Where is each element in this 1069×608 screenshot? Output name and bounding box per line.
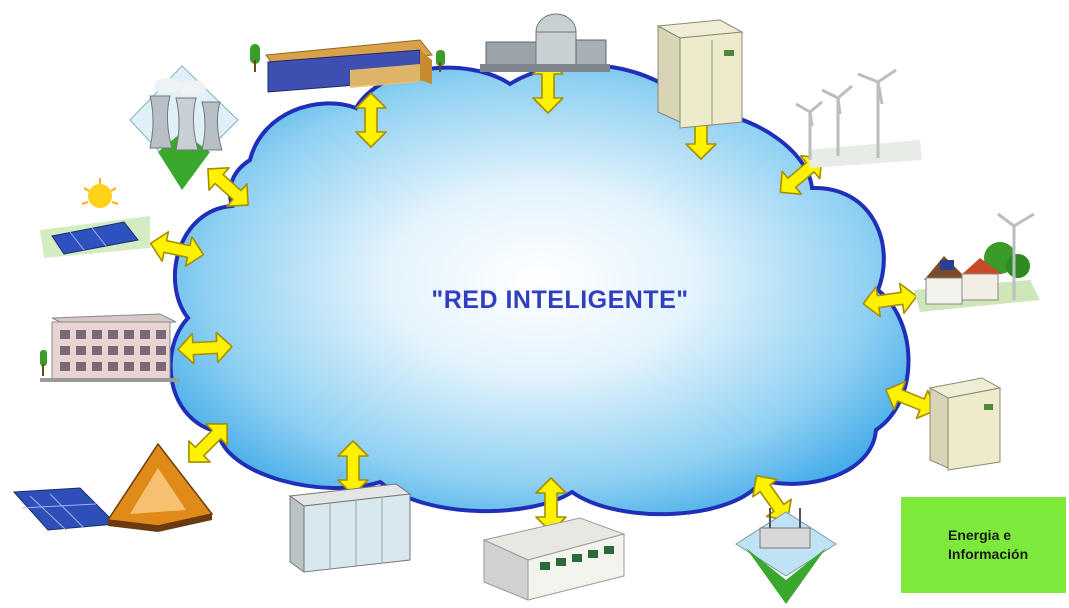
legend-line-1: Energia e [948,527,1012,543]
cloud-shape [168,62,911,517]
cooling-towers-icon [129,65,239,190]
hydro-plant-icon [735,508,837,604]
nuclear-plant-icon [480,13,610,72]
solar-panels-icon [40,178,150,258]
wind-turbines-icon [795,68,922,168]
houses-wind-icon [914,212,1040,312]
office-building-icon [40,313,180,382]
solar-house-icon [12,442,214,532]
legend-label: Energia e Información [948,526,1066,564]
storage-cabinet-right-icon [928,377,1002,471]
factory-icon [250,39,445,93]
diagram-title: "RED INTELIGENTE" [431,286,689,314]
server-cabinet-icon [288,483,412,573]
legend-line-2: Información [948,546,1029,562]
legend-box [901,497,1066,593]
storage-cabinet-top-icon [656,19,744,129]
hospital-icon [482,517,626,601]
